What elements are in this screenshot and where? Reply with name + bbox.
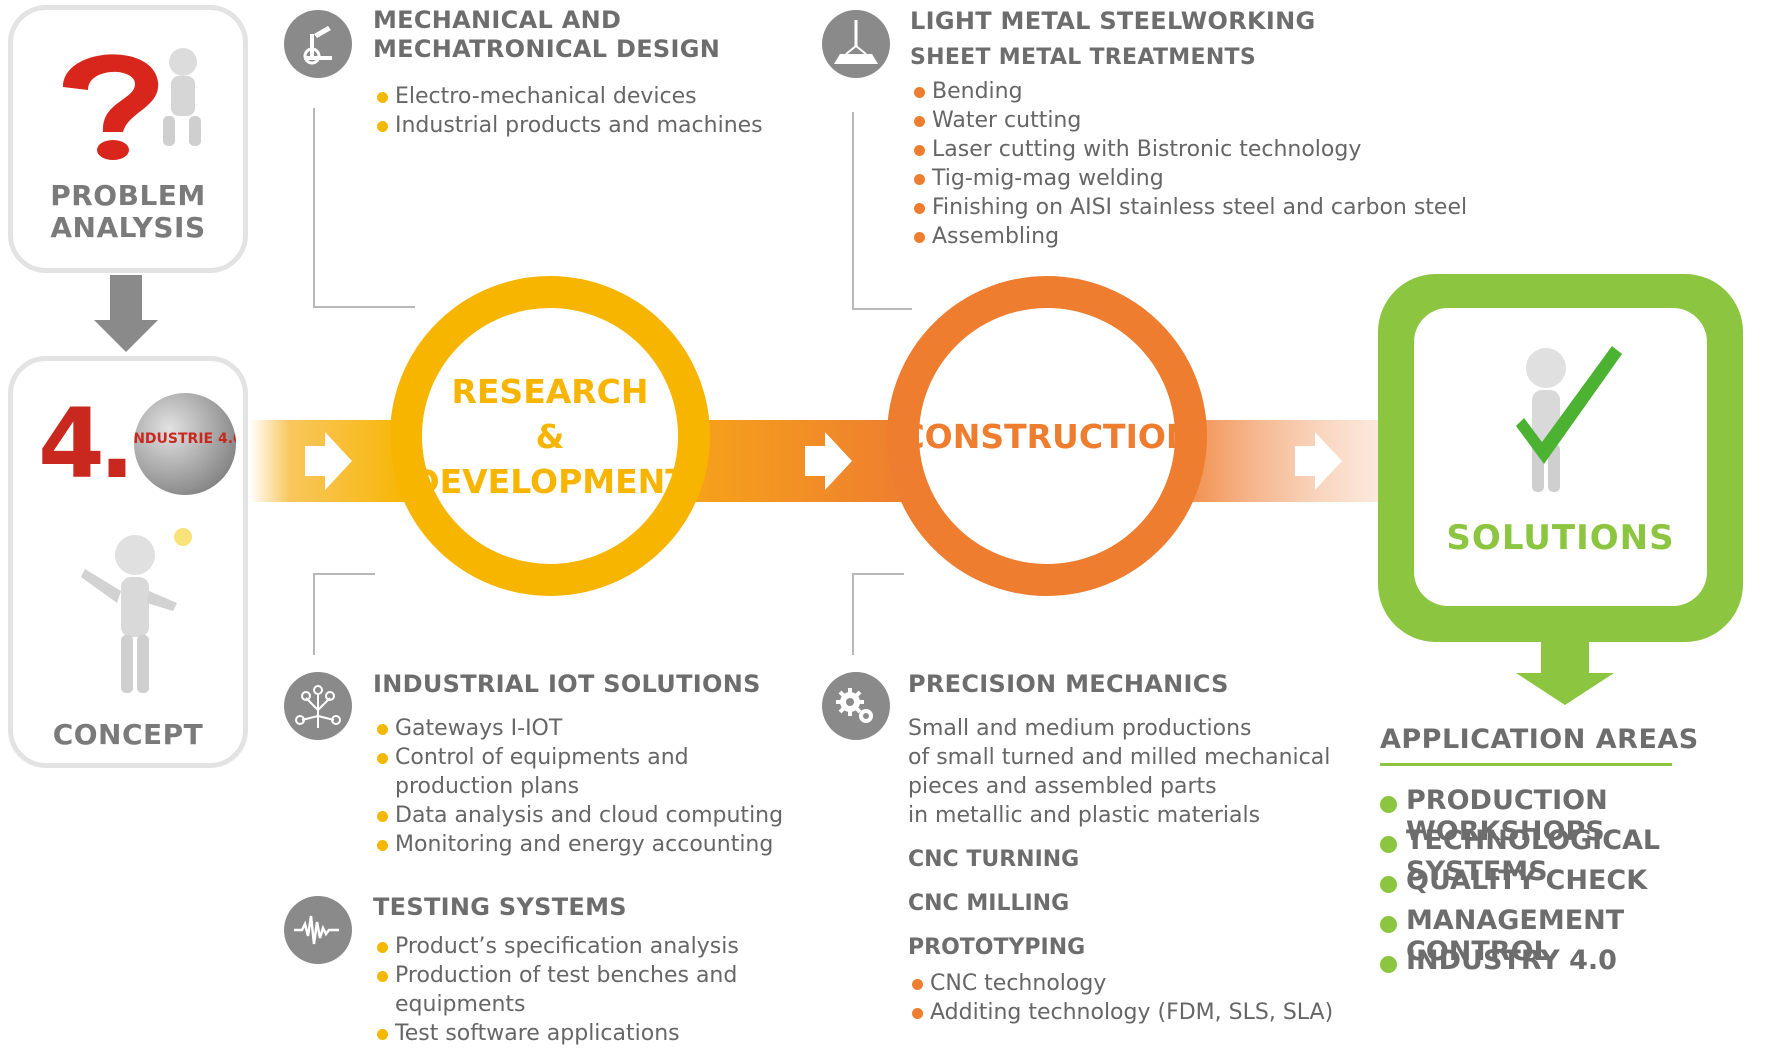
application-areas-underline [1380, 763, 1672, 766]
application-item: QUALITY CHECK [1380, 865, 1647, 896]
list-item: Control of equipments and [375, 743, 783, 772]
industrie-globe-text: INDUSTRIE 4.0 [134, 431, 236, 447]
precision-line-1: Small and medium productions [908, 716, 1252, 741]
solutions-box: SOLUTIONS [1378, 274, 1743, 642]
light-bracket [852, 112, 912, 310]
mech-title-line-2: MECHATRONICAL DESIGN [373, 35, 721, 63]
concept-card: 4. INDUSTRIE 4.0 CONCEPT [8, 356, 248, 768]
list-item: Monitoring and energy accounting [375, 830, 783, 859]
precision-line-4: in metallic and plastic materials [908, 803, 1261, 828]
list-item: Finishing on AISI stainless steel and ca… [912, 193, 1467, 222]
problem-analysis-card: PROBLEM ANALYSIS [8, 5, 248, 273]
application-areas-title: APPLICATION AREAS [1380, 724, 1699, 755]
light-subtitle: SHEET METAL TREATMENTS [910, 45, 1256, 70]
list-item: Product’s specification analysis [375, 932, 739, 961]
precision-bracket [852, 573, 904, 655]
mech-title-line-1: MECHANICAL AND [373, 6, 622, 34]
solutions-label: SOLUTIONS [1446, 518, 1675, 558]
cnc-turning-heading: CNC TURNING [908, 847, 1080, 872]
rnd-line-2: & [535, 416, 565, 456]
application-item: TECHNOLOGICAL SYSTEMS [1380, 825, 1778, 887]
list-item: Industrial products and machines [375, 111, 763, 140]
industrie-globe: INDUSTRIE 4.0 [134, 393, 236, 495]
application-item: INDUSTRY 4.0 [1380, 945, 1617, 976]
light-title: LIGHT METAL STEELWORKING [910, 7, 1316, 35]
application-item: PRODUCTION WORKSHOPS [1380, 785, 1778, 847]
iot-bracket [313, 573, 375, 655]
iot-list: Gateways I-IOT Control of equipments and… [375, 714, 783, 859]
light-list: Bending Water cutting Laser cutting with… [912, 77, 1467, 251]
prototyping-heading: PROTOTYPING [908, 935, 1086, 960]
list-item-continuation: equipments [395, 992, 526, 1017]
four-dot-text: 4. [38, 388, 135, 500]
list-item: Data analysis and cloud computing [375, 801, 783, 830]
testing-list: Product’s specification analysis Product… [375, 932, 739, 1048]
question-mark-icon [63, 48, 201, 160]
right-arrow-icon [305, 432, 352, 490]
iot-icon [284, 672, 352, 740]
design-icon [284, 10, 352, 78]
list-item: Test software applications [375, 1019, 739, 1048]
problem-label-line-2: ANALYSIS [50, 211, 206, 244]
problem-label-line-1: PROBLEM [50, 179, 206, 212]
list-item: Tig-mig-mag welding [912, 164, 1467, 193]
list-item: Production of test benches and [375, 961, 739, 990]
down-arrow-icon [94, 275, 158, 352]
list-item: CNC technology [910, 969, 1333, 998]
application-item: MANAGEMENT CONTROL [1380, 905, 1778, 967]
mech-bracket [313, 108, 415, 308]
right-arrow-icon [1295, 432, 1342, 490]
mech-list: Electro-mechanical devices Industrial pr… [375, 82, 763, 140]
prototyping-list: CNC technology Additing technology (FDM,… [910, 969, 1333, 1027]
construction-ring: CONSTRUCTION [887, 276, 1207, 596]
right-arrow-icon [805, 432, 852, 490]
down-arrow-icon [1516, 640, 1614, 705]
flow-band-segment-3 [1180, 420, 1380, 502]
thinking-figure-icon [81, 528, 192, 693]
list-item: Bending [912, 77, 1467, 106]
list-item: Electro-mechanical devices [375, 82, 763, 111]
check-figure-icon [1516, 346, 1622, 492]
precision-line-2: of small turned and milled mechanical [908, 745, 1331, 770]
list-item: Laser cutting with Bistronic technology [912, 135, 1467, 164]
list-item: Additing technology (FDM, SLS, SLA) [910, 998, 1333, 1027]
cnc-milling-heading: CNC MILLING [908, 891, 1070, 916]
research-development-ring: RESEARCH & DEVELOPMENT [390, 276, 710, 596]
waveform-icon [284, 896, 352, 964]
concept-label: CONCEPT [52, 718, 204, 751]
precision-title: PRECISION MECHANICS [908, 670, 1229, 698]
rnd-line-1: RESEARCH [451, 371, 649, 411]
laser-icon [822, 10, 890, 78]
rnd-line-3: DEVELOPMENT [412, 461, 688, 501]
construction-label: CONSTRUCTION [900, 416, 1194, 456]
solutions-inner: SOLUTIONS [1414, 308, 1707, 606]
iot-title: INDUSTRIAL IOT SOLUTIONS [373, 670, 761, 698]
gears-icon [822, 672, 890, 740]
list-item: Assembling [912, 222, 1467, 251]
precision-line-3: pieces and assembled parts [908, 774, 1217, 799]
list-item-continuation: production plans [395, 774, 580, 799]
four-point-zero-logo: 4. INDUSTRIE 4.0 [38, 389, 238, 499]
list-item: Gateways I-IOT [375, 714, 783, 743]
list-item: Water cutting [912, 106, 1467, 135]
testing-title: TESTING SYSTEMS [373, 893, 627, 921]
flow-band-segment-2 [690, 420, 910, 502]
